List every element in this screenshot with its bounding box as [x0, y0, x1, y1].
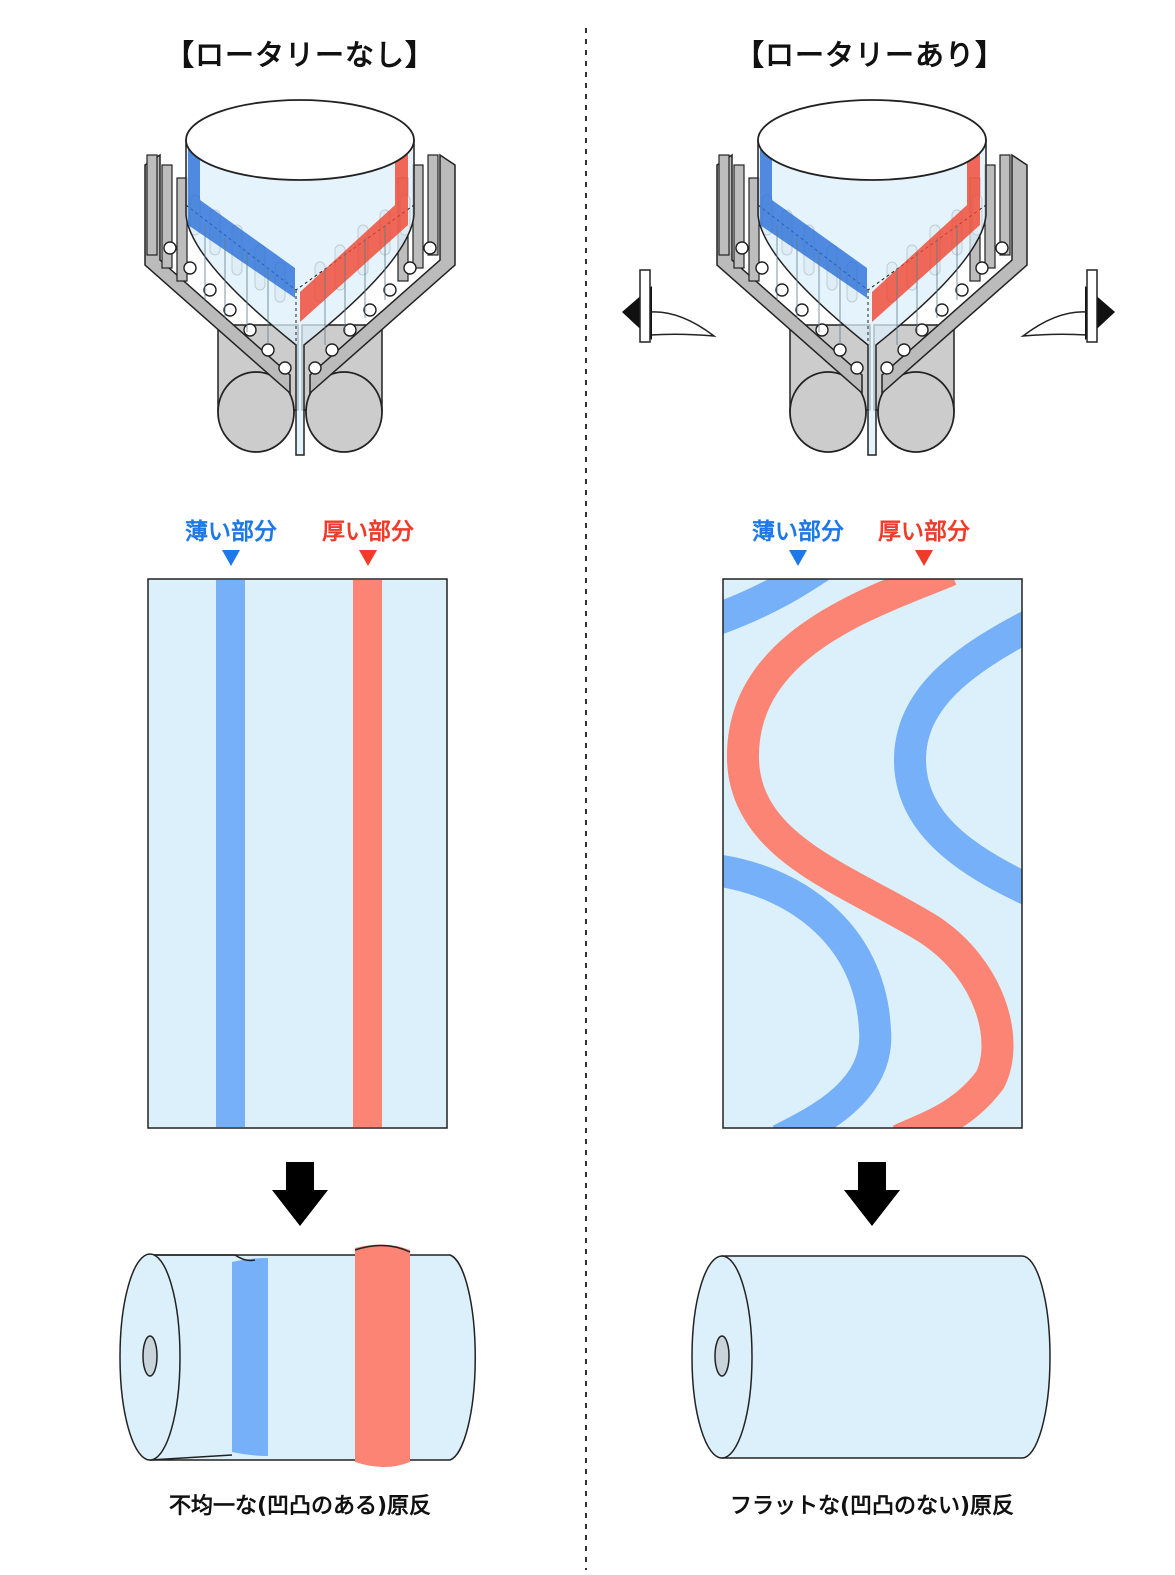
right-title: 【ロータリーあり】 — [734, 38, 1005, 72]
left-film-sheet — [147, 578, 448, 1129]
right-film-sheet — [722, 578, 1023, 1129]
rotate-left-arrow-icon — [622, 269, 717, 343]
right-thick-label: 厚い部分 — [878, 519, 970, 545]
left-caption: 不均一な(凹凸のある)原反 — [168, 1494, 432, 1519]
right-thin-marker-icon — [789, 550, 807, 566]
left-title: 【ロータリーなし】 — [164, 38, 435, 72]
right-down-arrow-icon — [844, 1162, 900, 1226]
left-blown-film-machine — [144, 99, 456, 456]
left-thick-label: 厚い部分 — [322, 519, 414, 545]
left-down-arrow-icon — [272, 1162, 328, 1226]
right-thin-label: 薄い部分 — [752, 519, 844, 545]
left-thin-marker-icon — [222, 550, 240, 566]
right-blown-film-machine — [716, 99, 1028, 456]
right-thick-marker-icon — [915, 550, 933, 566]
rotate-right-arrow-icon — [1020, 269, 1115, 343]
left-thin-label: 薄い部分 — [185, 519, 277, 545]
left-thick-marker-icon — [359, 550, 377, 566]
left-uneven-roll — [119, 1244, 476, 1467]
right-caption: フラットな(凹凸のない)原反 — [729, 1494, 1015, 1519]
right-flat-roll — [691, 1255, 1051, 1459]
